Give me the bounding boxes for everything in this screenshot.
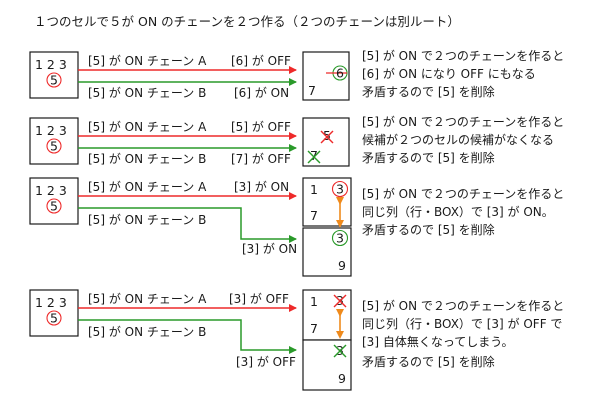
target-mark-b: 7 bbox=[310, 148, 318, 163]
circle-mark-icon bbox=[46, 72, 62, 88]
chain-a-label: [5] が ON チェーン A bbox=[88, 53, 207, 68]
example-row-1: 1 2 3 5 [5] が ON チェーン A [6] が OFF [5] が … bbox=[29, 48, 564, 101]
explanation-line-1: [5] が ON で２つのチェーンを作ると bbox=[362, 48, 564, 63]
explanation-line-1: [5] が ON で２つのチェーンを作ると bbox=[362, 298, 564, 313]
explanation-line-3: [3] 自体無くなってしまう。 bbox=[362, 334, 514, 349]
circle-mark-icon bbox=[46, 310, 62, 326]
bottom-cell-value: 9 bbox=[338, 258, 346, 273]
circle-mark-icon bbox=[46, 138, 62, 154]
cross-mark-icon bbox=[333, 344, 347, 358]
explanation-line-2: 同じ列（行・BOX）で [3] が ON。 bbox=[362, 204, 554, 219]
explanation-line-2: 候補が２つのセルの候補がなくなる bbox=[362, 132, 554, 147]
target-mark-a: 5 bbox=[323, 128, 331, 143]
explanation-line-4: 矛盾するので [5] を削除 bbox=[362, 354, 495, 369]
explanation-line-1: [5] が ON で２つのチェーンを作ると bbox=[362, 186, 564, 201]
diagram-title: １つのセルで５が ON のチェーンを２つ作る（２つのチェーンは別ルート） bbox=[34, 14, 460, 29]
circle-mark-icon bbox=[46, 198, 62, 214]
chain-a-label: [5] が ON チェーン A bbox=[88, 291, 207, 306]
chain-a-result: [5] が OFF bbox=[231, 119, 291, 134]
bottom-cell-value: 9 bbox=[338, 371, 346, 386]
example-row-4: 1 2 3 5 [5] が ON チェーン A [3] が OFF [5] が … bbox=[29, 289, 564, 391]
chain-b-label: [5] が ON チェーン B bbox=[88, 151, 206, 166]
example-row-3: 1 2 3 5 [5] が ON チェーン A [3] が ON [5] が O… bbox=[29, 177, 564, 277]
chain-b-result: [3] が ON bbox=[242, 241, 297, 256]
target-mark: 6 bbox=[336, 66, 344, 81]
chain-b-label: [5] が ON チェーン B bbox=[88, 85, 206, 100]
source-cell-circled: 5 bbox=[50, 199, 58, 214]
source-cell: 1 2 3 5 bbox=[29, 289, 79, 337]
top-cell-bottom-value: 7 bbox=[310, 208, 318, 223]
top-cell-bottom-value: 7 bbox=[310, 321, 318, 336]
top-cell-value: 1 bbox=[310, 182, 318, 197]
chain-b-arrow bbox=[78, 319, 297, 354]
top-cell-mark: 3 bbox=[336, 182, 344, 197]
source-cell-candidates: 1 2 3 bbox=[35, 123, 67, 138]
target-cell: 5 7 bbox=[302, 117, 350, 167]
chain-b-result: [7] が OFF bbox=[231, 151, 291, 166]
source-cell-candidates: 1 2 3 bbox=[35, 295, 67, 310]
chain-b-label: [5] が ON チェーン B bbox=[88, 212, 206, 227]
source-cell-candidates: 1 2 3 bbox=[35, 57, 67, 72]
cross-mark-icon bbox=[333, 294, 347, 308]
source-cell: 1 2 3 5 bbox=[29, 51, 79, 99]
target-cell-bottom: 3 9 bbox=[302, 339, 352, 391]
target-cell-top: 1 3 7 bbox=[302, 177, 352, 227]
chain-a-label: [5] が ON チェーン A bbox=[88, 179, 207, 194]
source-cell-circled: 5 bbox=[50, 139, 58, 154]
explanation-line-1: [5] が ON で２つのチェーンを作ると bbox=[362, 114, 564, 129]
target-cell-top: 1 3 7 bbox=[302, 289, 352, 341]
cross-mark-icon bbox=[307, 150, 321, 164]
bottom-cell-mark: 3 bbox=[336, 231, 344, 246]
chain-b-result: [6] が ON bbox=[234, 85, 289, 100]
source-cell-candidates: 1 2 3 bbox=[35, 183, 67, 198]
chain-a-label: [5] が ON チェーン A bbox=[88, 119, 207, 134]
chain-a-result: [3] が OFF bbox=[229, 291, 289, 306]
target-value: 7 bbox=[308, 83, 316, 98]
source-cell-circled: 5 bbox=[50, 311, 58, 326]
target-cell: 6 7 bbox=[302, 51, 350, 101]
source-cell: 1 2 3 5 bbox=[29, 177, 79, 225]
source-cell: 1 2 3 5 bbox=[29, 117, 79, 165]
circle-mark-icon bbox=[331, 180, 349, 198]
chain-a-result: [6] が OFF bbox=[231, 53, 291, 68]
explanation-line-3: 矛盾するので [5] を削除 bbox=[362, 84, 495, 99]
explanation-line-2: 同じ列（行・BOX）で [3] が OFF で bbox=[362, 316, 562, 331]
explanation-line-3: 矛盾するので [5] を削除 bbox=[362, 222, 495, 237]
explanation-line-2: [6] が ON になり OFF にもなる bbox=[362, 66, 536, 81]
chain-b-label: [5] が ON チェーン B bbox=[88, 324, 206, 339]
chain-b-arrow bbox=[78, 207, 297, 243]
example-row-2: 1 2 3 5 [5] が ON チェーン A [5] が OFF [5] が … bbox=[29, 114, 564, 167]
source-cell-circled: 5 bbox=[50, 73, 58, 88]
circle-mark-icon bbox=[331, 229, 349, 247]
cross-mark-icon bbox=[320, 130, 334, 144]
chain-b-result: [3] が OFF bbox=[236, 354, 296, 369]
target-cell-bottom: 3 9 bbox=[302, 227, 352, 277]
chain-a-result: [3] が ON bbox=[234, 179, 289, 194]
top-cell-value: 1 bbox=[310, 294, 318, 309]
explanation-line-3: 矛盾するので [5] を削除 bbox=[362, 150, 495, 165]
